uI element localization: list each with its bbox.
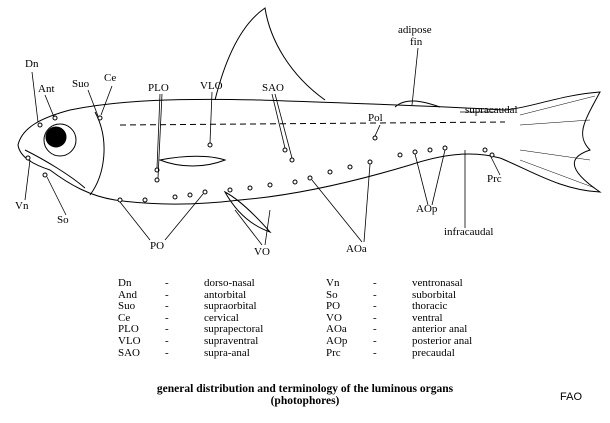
legend-term: anterior anal (412, 323, 468, 336)
label-ant: Ant (38, 83, 55, 95)
pectoral-fin (158, 155, 227, 167)
legend-abbr: Ce (118, 311, 131, 324)
label-plo: PLO (148, 82, 169, 94)
legend-dash: - (373, 323, 377, 336)
adipose-fin (394, 100, 441, 108)
legend-dash: - (373, 334, 377, 347)
legend-term: dorso-nasal (204, 277, 255, 289)
label-aoa: AOa (346, 243, 367, 255)
legend-abbr: PLO (118, 323, 139, 336)
dorsal-fin (214, 7, 326, 101)
legend-term: suborbital (412, 288, 456, 301)
legend-term: supraorbital (204, 300, 257, 313)
legend-abbr: Dn (118, 277, 132, 289)
pointer-lines (24, 47, 501, 246)
legend-term: antorbital (204, 288, 247, 301)
label-dn: Dn (25, 58, 39, 70)
legend-term: posterior anal (412, 334, 473, 347)
legend-term: ventronasal (412, 277, 463, 289)
legend-abbr: VLO (118, 334, 141, 347)
legend-abbr: Suo (118, 300, 136, 313)
legend-dash: - (165, 323, 169, 336)
label-supracaudal: supracaudal (465, 104, 518, 116)
legend-term: precaudal (412, 346, 455, 359)
label-vn: Vn (15, 200, 29, 212)
legend-dash: - (373, 288, 377, 301)
label-suo: Suo (72, 78, 90, 90)
caption: general distribution and terminology of … (0, 383, 610, 407)
legend-abbr: And (118, 288, 137, 301)
legend-dash: - (165, 334, 169, 347)
caudal-fin-rays (519, 95, 596, 189)
legend-abbr: PO (326, 300, 341, 313)
legend-dash: - (165, 346, 169, 359)
legend-dash: - (165, 311, 169, 324)
legend-abbr: VO (326, 311, 342, 324)
legend-abbr: AOp (326, 334, 348, 347)
label-fin: fin (410, 36, 423, 48)
legend-dash: - (373, 346, 377, 359)
legend-term: cervical (204, 311, 239, 324)
label-aop: AOp (416, 203, 438, 215)
fish-body-outline (17, 91, 602, 205)
legend-abbr: SAO (118, 346, 141, 359)
legend-dash: - (373, 311, 377, 324)
legend-abbr: Prc (326, 346, 341, 359)
legend-term: supraventral (204, 334, 259, 347)
fish-drawing (17, 7, 602, 246)
legend-abbr: Vn (326, 277, 340, 289)
caption-line-2: (photophores) (270, 395, 340, 407)
pelvic-fin (223, 190, 272, 234)
legend-abbr: AOa (326, 323, 347, 336)
legend-right: Vn - ventronasal So - suborbital PO - thoracic… (326, 277, 473, 359)
label-vlo: VLO (200, 80, 223, 92)
label-infracaudal: infracaudal (444, 226, 494, 238)
label-ce: Ce (104, 72, 117, 84)
lateral-line (119, 121, 506, 126)
legend-dash: - (165, 300, 169, 313)
mouth (24, 149, 86, 189)
label-po: PO (150, 240, 165, 252)
label-so: So (57, 214, 69, 226)
legend-dash: - (165, 277, 169, 289)
legend-term: thoracic (412, 300, 448, 313)
label-sao: SAO (262, 82, 285, 94)
legend-dash: - (165, 288, 169, 301)
eye (43, 123, 77, 157)
legend-dash: - (373, 277, 377, 289)
label-vo: VO (254, 246, 270, 258)
legend-term: ventral (412, 311, 443, 324)
legend-term: suprapectoral (204, 323, 264, 336)
legend-term: supra-anal (204, 346, 250, 359)
legend-dash: - (373, 300, 377, 313)
legend-left: Dn - dorso-nasal And - antorbital Suo - suprao… (118, 277, 264, 359)
photophores (25, 115, 495, 203)
label-pol: Pol (368, 112, 383, 124)
gill-cover (89, 111, 105, 196)
label-adipose: adipose (398, 24, 432, 36)
caption-line-1: general distribution and terminology of … (156, 383, 454, 395)
fao-credit: FAO (560, 391, 583, 403)
legend-abbr: So (326, 288, 338, 301)
label-prc: Prc (487, 173, 502, 185)
